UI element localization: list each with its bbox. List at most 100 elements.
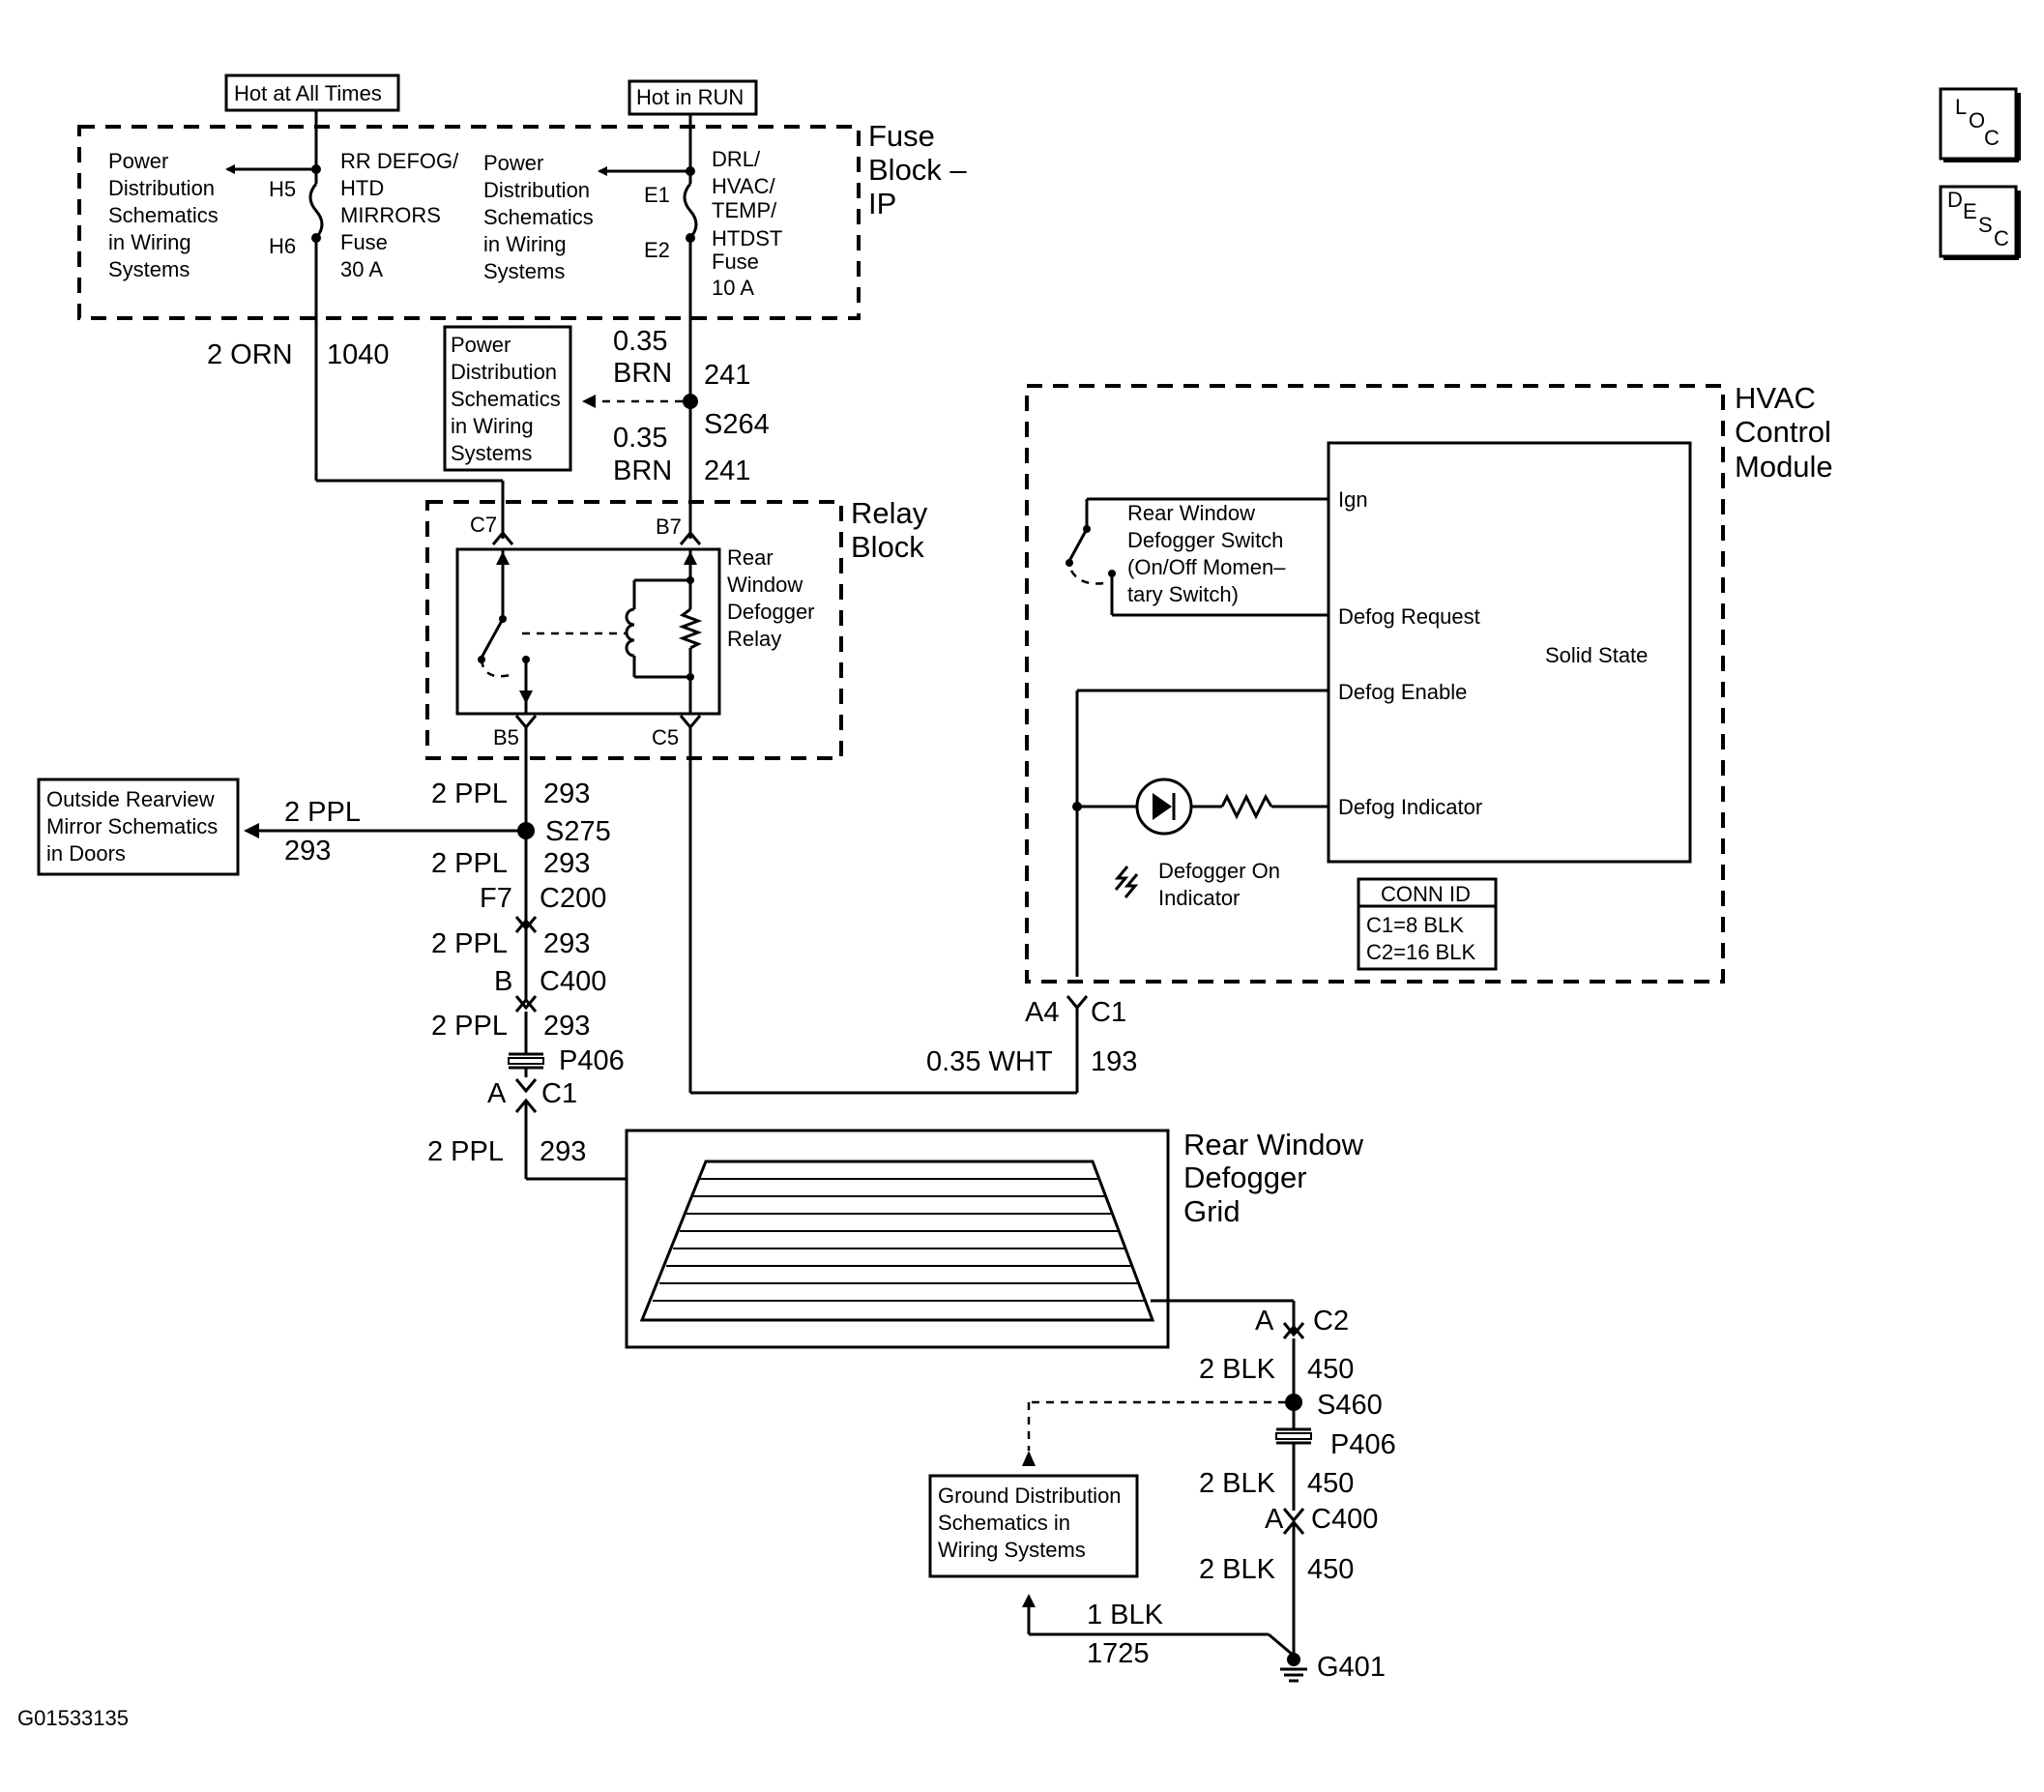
wire-brn-size-1: 0.35 <box>613 326 667 357</box>
ground-blk-3: 2 BLK <box>1199 1554 1276 1585</box>
wire-orn-circuit: 1040 <box>327 339 390 370</box>
wire-ppl-1: 2 PPL <box>431 778 508 809</box>
svg-text:Power: Power <box>483 151 543 175</box>
svg-text:10 A: 10 A <box>712 276 754 300</box>
svg-text:Power: Power <box>451 333 511 357</box>
wire-ppl-3: 2 PPL <box>431 928 508 959</box>
hvac-defog-enable: Defog Enable <box>1338 680 1467 704</box>
svg-text:HVAC: HVAC <box>1735 381 1816 415</box>
splice-s460-label: S460 <box>1317 1390 1383 1421</box>
ground-c2-pin: A <box>1255 1306 1274 1337</box>
svg-text:Defogger Switch: Defogger Switch <box>1127 528 1283 552</box>
ground-blk-1-circuit: 450 <box>1307 1354 1354 1385</box>
pin-c7: C7 <box>470 513 497 537</box>
power-source-hot-in-run: Hot in RUN <box>628 79 758 116</box>
svg-text:Fuse: Fuse <box>868 119 935 153</box>
ground-blk-1: 2 BLK <box>1199 1354 1276 1385</box>
svg-text:Distribution: Distribution <box>451 360 557 384</box>
svg-text:Window: Window <box>727 573 803 597</box>
p406-pass-through-icon <box>508 1052 544 1070</box>
p406-label: P406 <box>559 1045 625 1076</box>
svg-text:Systems: Systems <box>451 441 532 465</box>
ground-distribution-ref-box: Ground Distribution Schematics in Wiring… <box>928 1474 1139 1578</box>
svg-text:Module: Module <box>1735 450 1833 484</box>
wire-brn-color-2: BRN <box>613 455 672 486</box>
svg-text:Ground Distribution: Ground Distribution <box>938 1484 1122 1508</box>
svg-text:C1=8 BLK: C1=8 BLK <box>1366 913 1464 937</box>
rear-window-defogger-relay <box>455 547 721 716</box>
ground-blk-3-circuit: 450 <box>1307 1554 1354 1585</box>
c1-label: C1 <box>541 1078 577 1109</box>
svg-text:Fuse: Fuse <box>340 230 388 254</box>
svg-text:Hot in RUN: Hot in RUN <box>636 85 744 109</box>
wire-brn-circuit-1: 241 <box>704 360 750 391</box>
pin-c5: C5 <box>652 725 679 749</box>
hvac-ign: Ign <box>1338 487 1368 512</box>
splice-s275-label: S275 <box>545 816 611 847</box>
wire-orn-label: 2 ORN <box>207 339 293 370</box>
fuse-rr-defog-icon <box>308 183 324 239</box>
figure-id: G01533135 <box>17 1706 129 1730</box>
wire-ppl-5: 2 PPL <box>427 1136 504 1167</box>
svg-text:tary Switch): tary Switch) <box>1127 582 1239 606</box>
branch-ppl-circuit: 293 <box>284 836 331 867</box>
pin-h6: H6 <box>269 234 296 258</box>
fuse-rr-defog-label: RR DEFOG/ HTD MIRRORS Fuse 30 A <box>340 149 459 281</box>
solid-state-unit: Solid State <box>1327 441 1692 864</box>
svg-text:D: D <box>1947 188 1963 212</box>
power-source-hot-at-all-times: Hot at All Times <box>224 73 400 112</box>
svg-text:DRL/: DRL/ <box>712 147 761 171</box>
defogger-switch-icon <box>1066 497 1329 617</box>
svg-text:HVAC/: HVAC/ <box>712 174 775 198</box>
svg-text:Wiring Systems: Wiring Systems <box>938 1538 1086 1562</box>
c200-pin: F7 <box>480 883 512 914</box>
wire-ppl-1-circuit: 293 <box>543 778 590 809</box>
svg-text:Rear: Rear <box>727 545 774 570</box>
svg-text:S: S <box>1978 213 1993 237</box>
hvac-defog-indicator: Defog Indicator <box>1338 795 1482 819</box>
svg-text:Distribution: Distribution <box>108 176 215 200</box>
ground-blk-4-circuit: 1725 <box>1087 1638 1150 1669</box>
svg-text:E: E <box>1963 199 1977 223</box>
svg-text:Control: Control <box>1735 415 1831 449</box>
svg-text:in Wiring: in Wiring <box>483 232 567 256</box>
resistor-icon <box>1220 793 1273 820</box>
hvac-pin-a4: A4 <box>1025 997 1059 1028</box>
pin-b7: B7 <box>656 514 682 539</box>
wire-brn-size-2: 0.35 <box>613 423 667 454</box>
svg-text:IP: IP <box>868 187 896 220</box>
svg-text:Relay: Relay <box>727 627 781 651</box>
desc-icon[interactable]: D E S C <box>1939 185 2021 260</box>
svg-text:MIRRORS: MIRRORS <box>340 203 441 227</box>
wire-wht: 0.35 WHT <box>926 1046 1053 1077</box>
wire-brn-color-1: BRN <box>613 358 672 389</box>
svg-text:Grid: Grid <box>1183 1194 1241 1228</box>
fuse-block-ip: Fuse Block – IP <box>77 119 967 320</box>
svg-text:Rear Window: Rear Window <box>1183 1128 1364 1161</box>
pin-b5: B5 <box>493 725 519 749</box>
light-rays-icon <box>1114 866 1139 898</box>
ground-c400-pin: A <box>1265 1504 1284 1535</box>
hvac-control-module: HVAC Control Module <box>1025 381 1833 984</box>
ground-blk-4: 1 BLK <box>1087 1600 1164 1630</box>
hvac-defog-request: Defog Request <box>1338 604 1480 629</box>
svg-text:Schematics: Schematics <box>451 387 561 411</box>
loc-icon[interactable]: L O C <box>1939 87 2021 162</box>
svg-text:C: C <box>1984 126 2000 150</box>
svg-text:Systems: Systems <box>483 259 565 283</box>
svg-text:Solid State: Solid State <box>1545 643 1648 667</box>
rear-window-defogger-grid: Rear Window Defogger Grid <box>625 1128 1364 1349</box>
ground-blk-2-circuit: 450 <box>1307 1468 1354 1499</box>
svg-text:Distribution: Distribution <box>483 178 590 202</box>
branch-ppl: 2 PPL <box>284 797 361 828</box>
hvac-conn-c1: C1 <box>1091 997 1126 1028</box>
svg-text:Schematics in: Schematics in <box>938 1511 1070 1535</box>
fuse-block-left-ref: Power Distribution Schematics in Wiring … <box>108 149 219 281</box>
svg-text:Block: Block <box>851 530 924 564</box>
svg-text:(On/Off Momen–: (On/Off Momen– <box>1127 555 1286 579</box>
indicator-label-1: Defogger On <box>1158 859 1280 883</box>
svg-text:TEMP/: TEMP/ <box>712 198 777 222</box>
svg-text:Mirror Schematics: Mirror Schematics <box>46 814 218 838</box>
svg-text:Block –: Block – <box>868 153 967 187</box>
